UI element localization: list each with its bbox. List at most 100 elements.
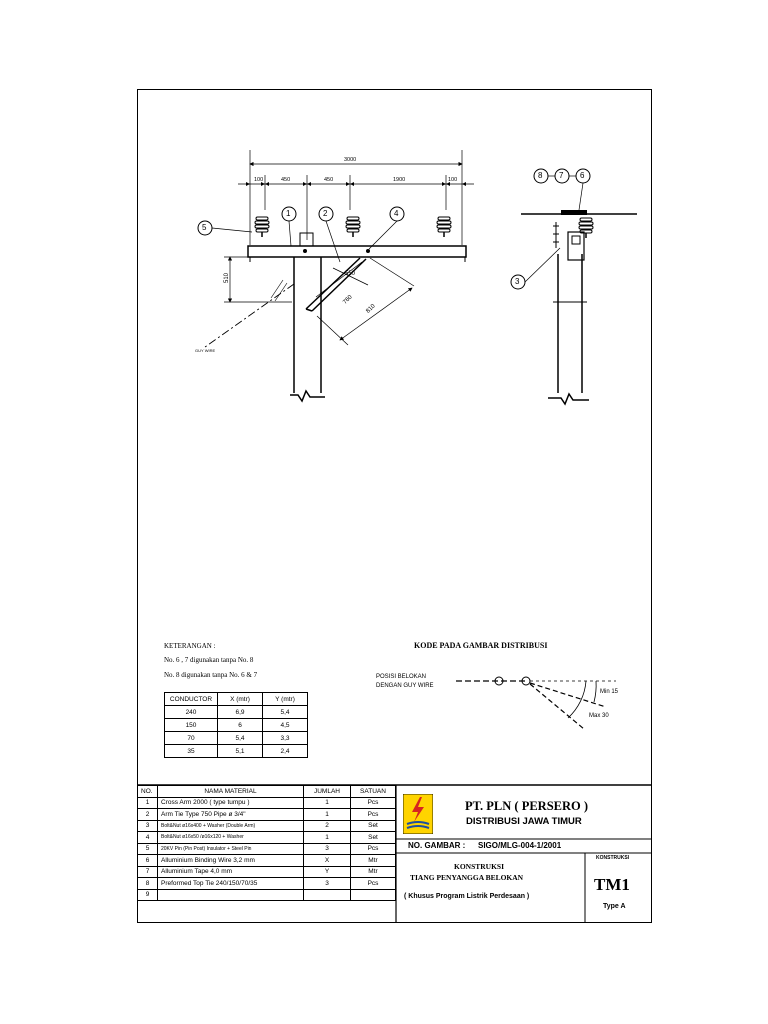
cell-no: 9 (137, 888, 158, 901)
cell-nama: Arm Tie Type 750 Pipe ø 3/4" (157, 808, 304, 821)
no-gambar-value: SIGO/MLG-004-1/2001 (478, 841, 562, 850)
drawing-sheet (137, 89, 652, 923)
arm-tie (305, 257, 367, 312)
cell-nama: Alluminium Binding Wire 3,2 mm (157, 854, 304, 867)
header-nama: NAMA MATERIAL (157, 785, 304, 798)
konstruksi-label: KONSTRUKSI (596, 855, 630, 861)
header-jumlah: JUMLAH (303, 785, 351, 798)
kode-title: KODE PADA GAMBAR DISTRIBUSI (414, 641, 548, 650)
dim-2: 450 (281, 177, 291, 183)
callout-1: 1 (286, 209, 291, 218)
construction-code: TM1 (594, 875, 630, 894)
cell-nama: Bolt&Nut ø16x400 + Washer (Double Arm) (157, 819, 304, 832)
dim-3: 450 (324, 177, 334, 183)
dim-5: 100 (448, 177, 458, 183)
conductor-table-header: CONDUCTOR X (mtr) Y (mtr) (164, 692, 308, 706)
callout-7: 7 (559, 171, 564, 180)
notes-heading: KETERANGAN : (164, 642, 216, 650)
callout-2: 2 (323, 209, 328, 218)
dim-550: 550 (345, 271, 356, 277)
table-cell: 5,1 (217, 744, 263, 758)
table-cell: 6 (217, 718, 263, 732)
pole-front (290, 257, 325, 403)
title-line-2: TIANG PENYANGGA BELOKAN (410, 873, 524, 882)
callout-3: 3 (515, 277, 520, 286)
dim-1: 100 (254, 177, 264, 183)
dim-total: 3000 (344, 157, 357, 163)
title-line-3: ( Khusus Program Listrik Perdesaan ) (404, 893, 530, 900)
cell-jumlah (303, 888, 351, 901)
header-cell: Y (mtr) (262, 692, 308, 706)
table-cell: 35 (164, 744, 218, 758)
callout-4: 4 (394, 209, 399, 218)
cell-nama: 20KV Pin (Pin Post) Insulator + Steel Pi… (157, 842, 304, 855)
table-cell: 4,5 (262, 718, 308, 732)
cell-jumlah: 1 (303, 796, 351, 809)
cell-satuan: Pcs (350, 877, 396, 890)
kode-min15: Min 15 (600, 689, 619, 695)
cell-nama: Cross Arm 2000 ( type tumpu ) (157, 796, 304, 809)
table-cell: 70 (164, 731, 218, 745)
table-row: 240 6,9 5,4 (164, 705, 308, 719)
header-cell: CONDUCTOR (164, 692, 218, 706)
cell-satuan: Set (350, 819, 396, 832)
kode-diagram (456, 676, 616, 730)
cell-no: 7 (137, 865, 158, 878)
table-cell: 2,4 (262, 744, 308, 758)
cell-no: 1 (137, 796, 158, 809)
cell-no: 2 (137, 808, 158, 821)
guy-wire-label: GUY WIRE (195, 348, 216, 353)
kode-max30: Max 30 (589, 713, 609, 719)
cell-jumlah: Y (303, 865, 351, 878)
cell-nama: Alluminium Tape 4,0 mm (157, 865, 304, 878)
no-gambar-label: NO. GAMBAR : (408, 841, 466, 850)
notes-line-2: No. 8 digunakan tanpa No. 6 & 7 (164, 671, 258, 679)
top-dimensions (238, 150, 474, 245)
cell-no: 8 (137, 877, 158, 890)
callout-6: 6 (580, 171, 585, 180)
cell-satuan: Pcs (350, 842, 396, 855)
guy-wire-line (204, 283, 295, 348)
dim-510: 510 (224, 272, 231, 284)
cell-no: 4 (137, 831, 158, 844)
cell-nama: Preformed Top Tie 240/150/70/35 (157, 877, 304, 890)
cell-satuan: Pcs (350, 808, 396, 821)
table-row: 70 5,4 3,3 (164, 731, 308, 745)
kode-label-1: POSISI BELOKAN (376, 674, 427, 680)
cell-satuan: Mtr (350, 865, 396, 878)
cell-jumlah: 3 (303, 877, 351, 890)
header-satuan: SATUAN (350, 785, 396, 798)
cell-jumlah: X (303, 854, 351, 867)
conductor-table: CONDUCTOR X (mtr) Y (mtr) 240 6,9 5,4 15… (164, 692, 308, 758)
notes-line-1: No. 6 , 7 digunakan tanpa No. 8 (164, 656, 254, 664)
cell-satuan (350, 888, 396, 901)
cell-no: 3 (137, 819, 158, 832)
cell-jumlah: 3 (303, 842, 351, 855)
kode-label-2: DENGAN GUY WIRE (376, 683, 434, 689)
cell-nama: Bolt&Nut ø16x50 /ø16x120 + Washer (157, 831, 304, 844)
cell-no: 5 (137, 842, 158, 855)
table-row: 9 (137, 888, 396, 901)
cell-nama (157, 888, 304, 901)
table-cell: 3,3 (262, 731, 308, 745)
cell-jumlah: 1 (303, 831, 351, 844)
table-cell: 5,4 (217, 731, 263, 745)
division-name: DISTRIBUSI JAWA TIMUR (466, 816, 582, 827)
pln-logo (403, 794, 433, 834)
table-row: 35 5,1 2,4 (164, 744, 308, 758)
cell-satuan: Pcs (350, 796, 396, 809)
table-row: 150 6 4,5 (164, 718, 308, 732)
callout-5: 5 (202, 223, 207, 232)
cell-satuan: Mtr (350, 854, 396, 867)
header-no: NO. (137, 785, 158, 798)
table-cell: 240 (164, 705, 218, 719)
table-cell: 150 (164, 718, 218, 732)
